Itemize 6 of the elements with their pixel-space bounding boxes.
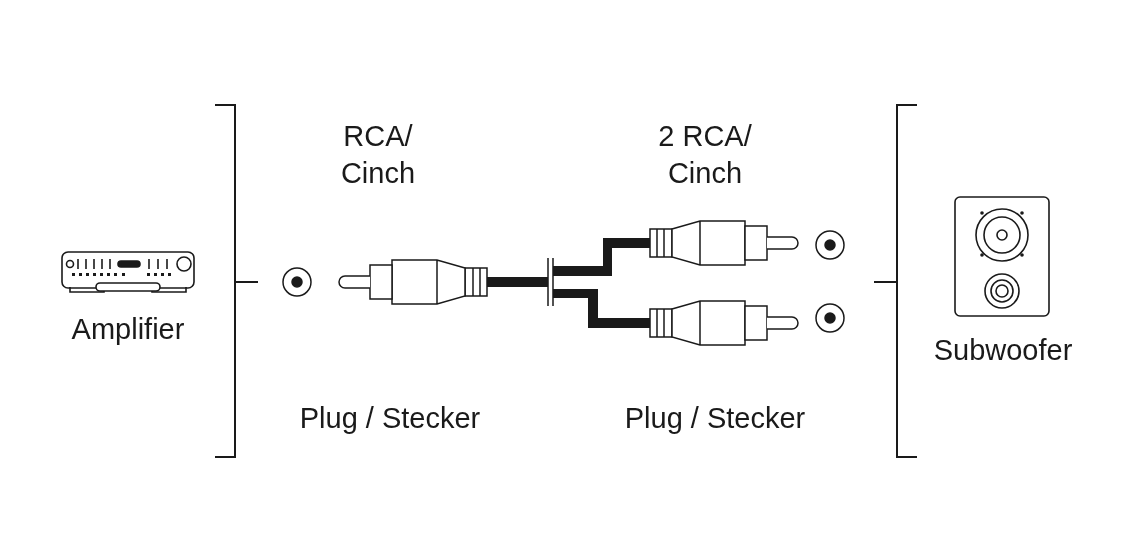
connector-type-label: RCA/ Cinch [339,119,417,191]
connector-gender-label: Plug / Stecker [623,401,807,436]
device-label: Subwoofer [933,333,1073,368]
connector-type-label: 2 RCA/ Cinch [657,119,753,191]
device-label: Amplifier [71,312,185,347]
connector-gender-label: Plug / Stecker [298,401,482,436]
